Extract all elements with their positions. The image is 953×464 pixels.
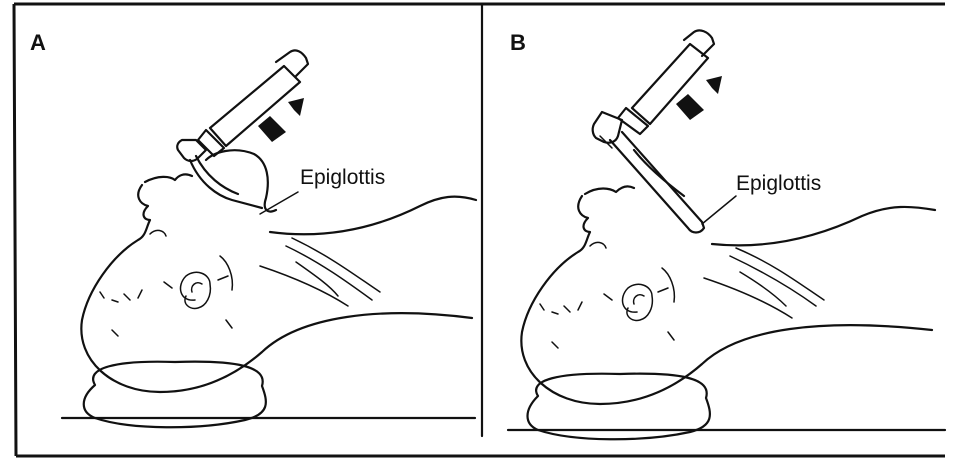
epiglottis-label: Epiglottis — [736, 172, 821, 195]
jaw-line — [662, 268, 674, 302]
panel-b-letter: B — [510, 30, 526, 55]
lift-arrow — [258, 98, 304, 142]
panel-a-letter: A — [30, 30, 46, 55]
neck-line-upper — [270, 197, 476, 235]
patient-outline — [81, 174, 472, 392]
trachea-lines — [260, 238, 380, 306]
figure-frame — [14, 4, 945, 456]
lift-arrow — [676, 76, 722, 120]
epiglottis-label: Epiglottis — [300, 166, 385, 189]
laryngoscope — [593, 30, 714, 232]
patient-outline — [521, 186, 932, 404]
hairline — [540, 242, 674, 348]
callout-leader — [702, 196, 736, 224]
laryngoscope — [177, 50, 308, 208]
ear — [180, 272, 210, 308]
hairline — [100, 230, 232, 336]
jaw-line — [220, 256, 232, 290]
panel-b: B Epiglottis — [508, 30, 945, 439]
ear — [622, 284, 652, 320]
trachea-lines — [704, 248, 824, 318]
panel-a: A Epiglottis — [30, 30, 476, 427]
neck-line-upper — [712, 207, 935, 245]
